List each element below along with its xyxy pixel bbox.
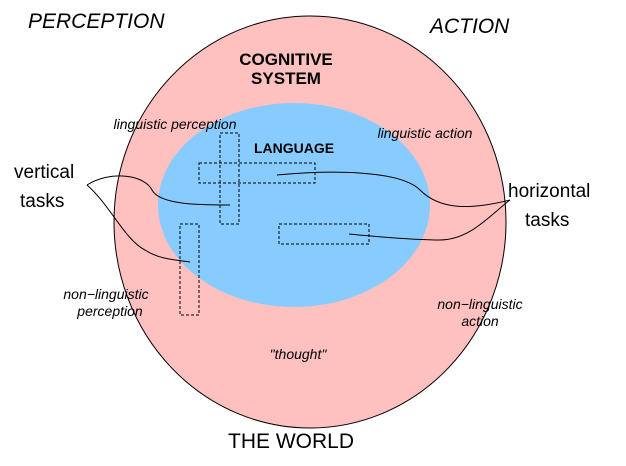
horizontal-tasks-label-2: tasks bbox=[525, 210, 569, 231]
vertical-tasks-leader-upper bbox=[86, 175, 231, 206]
non-linguistic-perception-label-2: perception bbox=[76, 303, 143, 319]
horizontal-task-box-lower bbox=[278, 223, 370, 245]
vertical-tasks-leader-lower bbox=[86, 184, 191, 263]
non-linguistic-action-label-2: action bbox=[461, 313, 499, 329]
vertical-tasks-label-2: tasks bbox=[20, 191, 64, 212]
action-label: ACTION bbox=[428, 15, 510, 38]
cognitive-label-line1: COGNITIVE bbox=[239, 50, 333, 69]
linguistic-action-label: linguistic action bbox=[378, 125, 473, 141]
language-ellipse bbox=[158, 103, 430, 307]
horizontal-tasks-leader-lower bbox=[348, 199, 511, 241]
horizontal-tasks-leader-upper bbox=[276, 171, 511, 208]
world-label: THE WORLD bbox=[228, 430, 354, 453]
horizontal-task-box-upper bbox=[198, 162, 316, 184]
linguistic-perception-label: linguistic perception bbox=[114, 116, 237, 132]
horizontal-tasks-label-1: horizontal bbox=[508, 181, 590, 202]
thought-label: "thought" bbox=[270, 346, 328, 362]
perception-label: PERCEPTION bbox=[28, 10, 165, 33]
non-linguistic-perception-label-1: non−linguistic bbox=[63, 286, 148, 302]
non-linguistic-action-label-1: non−linguistic bbox=[437, 296, 522, 312]
cognitive-label-line2: SYSTEM bbox=[251, 69, 321, 88]
vertical-tasks-label-1: vertical bbox=[14, 162, 74, 183]
language-label: LANGUAGE bbox=[254, 140, 334, 156]
